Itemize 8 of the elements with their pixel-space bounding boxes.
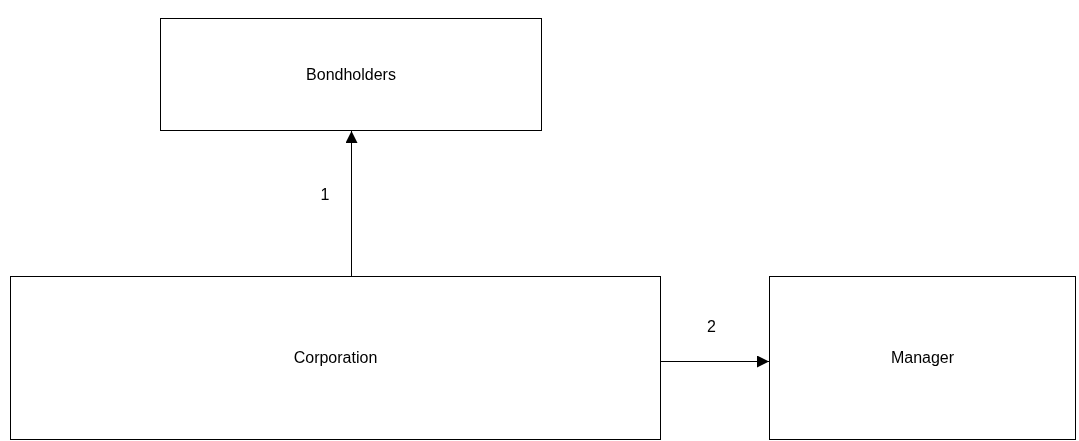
arrow — [345, 130, 358, 277]
entity-box — [769, 276, 1076, 440]
entity-box — [160, 18, 542, 131]
node-label: Corporation — [293, 349, 378, 367]
entity-box — [10, 276, 661, 440]
node-label: Bondholders — [306, 65, 396, 84]
arrow — [660, 355, 770, 368]
node-label: Manager — [890, 349, 955, 367]
